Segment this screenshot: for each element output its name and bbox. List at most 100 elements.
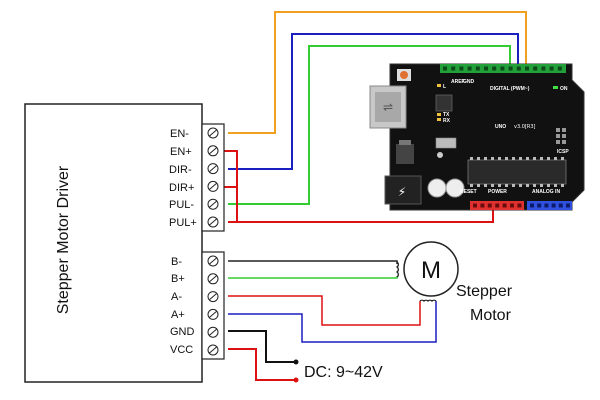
chip-leg-bottom-11 xyxy=(547,184,550,187)
chip-leg-top-5 xyxy=(505,157,508,160)
chip-leg-top-2 xyxy=(484,157,487,160)
aref-label: AREF xyxy=(451,79,465,85)
chip-leg-top-13 xyxy=(561,157,564,160)
icsp-label: ICSP xyxy=(557,149,569,155)
pin-label-dir-minus: DIR- xyxy=(169,164,192,176)
control-terminal-block xyxy=(201,123,225,232)
digital-header-pin-10 xyxy=(525,66,529,71)
chip-leg-top-11 xyxy=(547,157,550,160)
chip-leg-top-1 xyxy=(477,157,480,160)
chip-leg-bottom-7 xyxy=(519,184,522,187)
digital-header-pin-6 xyxy=(492,66,497,71)
chip-leg-bottom-9 xyxy=(533,184,536,187)
wire-dir-minus xyxy=(228,33,519,170)
digital-header-pin-12 xyxy=(541,66,546,71)
analog-header-pin-2 xyxy=(544,203,549,208)
stepper-motor: M Stepper Motor xyxy=(395,241,513,324)
wire-en-plus xyxy=(220,150,238,222)
pin-label-b-plus: B+ xyxy=(171,273,185,285)
terminal-screw-gnd xyxy=(207,326,219,338)
terminal-screw-b-plus xyxy=(207,273,219,285)
icsp-pin xyxy=(556,140,560,144)
power-header-pins xyxy=(473,203,522,208)
pin-label-b-minus: B- xyxy=(171,256,182,268)
digital-header-pin-7 xyxy=(500,66,505,71)
digital-header-pin-13 xyxy=(549,66,554,71)
analog-header-pin-4 xyxy=(558,203,563,208)
reset-label: RESET xyxy=(460,189,477,195)
power-screws xyxy=(207,255,219,356)
wire-b-plus xyxy=(228,276,398,279)
on-led xyxy=(553,86,558,89)
chip-leg-top-3 xyxy=(491,157,494,160)
driver-title: Stepper Motor Driver xyxy=(55,165,72,314)
motor-label-line1: Stepper xyxy=(456,283,513,300)
pin-label-a-minus: A- xyxy=(171,291,182,303)
chip-leg-bottom-10 xyxy=(540,184,543,187)
chip-leg-bottom-3 xyxy=(491,184,494,187)
power-terminal-block xyxy=(201,251,225,360)
l-led xyxy=(437,84,441,87)
terminal-screw-en-minus xyxy=(207,127,219,139)
power-supply: DC: 9~42V xyxy=(293,359,383,383)
power-header-pin-5 xyxy=(510,203,514,208)
chip-leg-top-6 xyxy=(512,157,515,160)
regulator-tab xyxy=(399,140,411,145)
icsp-pin xyxy=(556,134,560,138)
driver-body xyxy=(24,103,203,383)
digital-header-pin-1 xyxy=(451,66,456,71)
control-screws xyxy=(207,127,219,228)
capacitor-1 xyxy=(427,178,447,198)
chip-leg-bottom-1 xyxy=(477,184,480,187)
digital-header-pin-0 xyxy=(443,66,447,71)
on-label: ON xyxy=(560,86,568,92)
dc-jack-icon: ⚡ xyxy=(398,185,406,199)
wire-pul-minus xyxy=(228,45,511,205)
digital-header-pin-2 xyxy=(459,66,464,71)
gnd-label: GND xyxy=(463,79,475,85)
chip-leg-top-4 xyxy=(498,157,501,160)
wire-vcc xyxy=(228,348,296,381)
chip-leg-top-8 xyxy=(526,157,529,160)
power-header-pin-0 xyxy=(473,203,477,208)
usb-icon: ⇌ xyxy=(383,100,393,114)
crystal-cap xyxy=(437,152,443,158)
digital-header-pin-4 xyxy=(475,66,480,71)
power-header-label: POWER xyxy=(488,189,507,195)
chip-leg-bottom-6 xyxy=(512,184,515,187)
gnd-terminal-dot xyxy=(293,359,299,365)
pin-label-a-plus: A+ xyxy=(171,309,185,321)
capacitor-2 xyxy=(445,178,465,198)
uno-version: v3.0[R3] xyxy=(514,124,536,130)
wire-pul-plus xyxy=(228,210,494,223)
motor-circle xyxy=(403,241,459,297)
uno-logo: UNO xyxy=(495,124,506,130)
tx-label: TX xyxy=(443,112,450,118)
pin-label-pul-minus: PUL- xyxy=(169,199,194,211)
motor-label-line2: Motor xyxy=(470,307,512,324)
icsp-pin xyxy=(562,140,566,144)
atmega-chip-pins xyxy=(470,157,564,187)
chip-leg-top-10 xyxy=(540,157,543,160)
crystal xyxy=(435,137,457,149)
digital-header-label: DIGITAL (PWM~) xyxy=(490,86,530,92)
chip-leg-bottom-4 xyxy=(498,184,501,187)
icsp-header xyxy=(556,128,566,144)
pin-label-pul-plus: PUL+ xyxy=(169,217,197,229)
dc-jack xyxy=(384,175,422,205)
terminal-screw-a-minus xyxy=(207,291,219,303)
terminal-screw-pul-minus xyxy=(207,198,219,210)
icsp-pin xyxy=(562,134,566,138)
atmega-chip xyxy=(467,159,567,185)
chip-leg-top-12 xyxy=(554,157,557,160)
terminal-screw-en-plus xyxy=(207,145,219,157)
wire-en-minus xyxy=(228,11,527,134)
analog-header-label: ANALOG IN xyxy=(532,189,560,195)
digital-header-pins xyxy=(443,66,562,71)
pin-label-en-plus: EN+ xyxy=(170,146,192,158)
chip-leg-top-7 xyxy=(519,157,522,160)
rx-led xyxy=(437,118,441,121)
pin-label-dir-plus: DIR+ xyxy=(169,182,194,194)
chip-leg-bottom-5 xyxy=(505,184,508,187)
stepper-driver: Stepper Motor Driver EN- EN+ DIR- DIR+ P… xyxy=(24,103,225,383)
